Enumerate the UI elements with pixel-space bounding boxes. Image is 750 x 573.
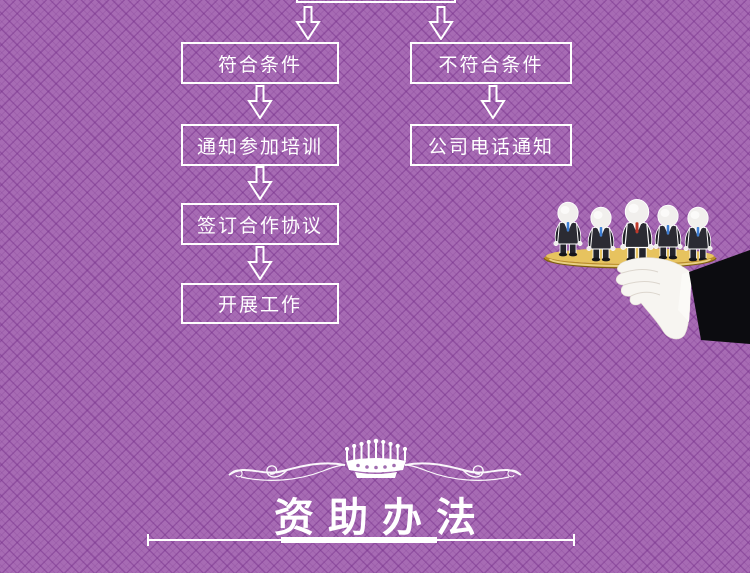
flourish-ornament-left-icon [228,462,346,481]
underline-right-cap [573,534,575,546]
flow-box-top-cutoff [296,0,456,3]
businessman-figurine-1 [553,201,583,257]
down-arrow-icon [247,166,273,201]
black-sleeve [689,250,750,344]
flourish-ornament-right-icon [404,462,522,481]
down-arrow-icon [247,85,273,120]
businessman-figurine-4 [653,204,683,260]
down-arrow-icon [428,6,454,41]
flow-box-training-notice: 通知参加培训 [181,124,339,166]
butler-hand-tray-figurines-illustration [543,198,750,344]
glove-cuff [678,271,692,322]
crown-icon [344,438,408,478]
section-title: 资助办法 [274,495,490,541]
flow-box-sign-agreement: 签订合作协议 [181,203,339,245]
flow-box-qualified: 符合条件 [181,42,339,84]
underline-center-bar [281,537,437,543]
underline-left-cap [147,534,149,546]
flow-box-phone-notice: 公司电话通知 [410,124,572,166]
businessman-figurine-3 [619,198,655,263]
down-arrow-icon [295,6,321,41]
flow-box-start-work: 开展工作 [181,283,339,324]
down-arrow-icon [480,85,506,120]
businessman-figurine-2 [586,206,616,262]
down-arrow-icon [247,246,273,281]
flow-box-not-qualified: 不符合条件 [410,42,572,84]
white-glove [615,257,691,340]
businessman-figurine-5 [683,206,713,262]
